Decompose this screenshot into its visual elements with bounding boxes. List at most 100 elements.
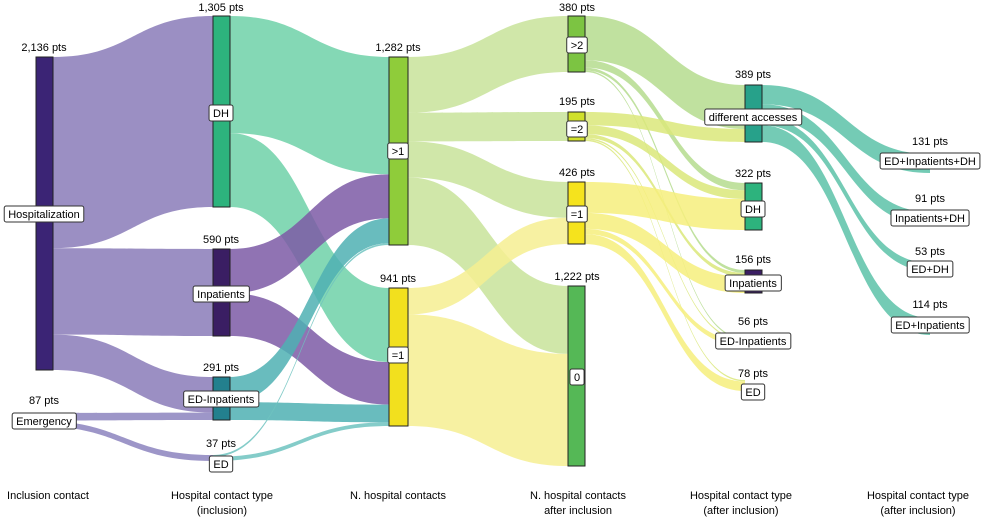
node-label-a_eq1: =1	[566, 205, 588, 223]
node-count-gt1: 1,282 pts	[375, 42, 421, 54]
node-label-f_edinp: ED+Inpatients	[890, 316, 970, 334]
node-label-text: different accesses	[709, 112, 798, 124]
node-count-f_eddh: 53 pts	[915, 246, 945, 258]
node-label-box	[724, 274, 782, 292]
node-count-dh: 1,305 pts	[198, 2, 244, 14]
node-label-box	[566, 205, 588, 223]
node-label-dh: DH	[208, 104, 234, 122]
node-label-t_dh: DH	[740, 200, 766, 218]
node-label-text: =2	[571, 124, 584, 136]
node-label-box	[183, 390, 260, 408]
node-label-box	[740, 383, 766, 401]
flow-link-a_eq1-to-t_edinp	[585, 228, 745, 346]
node-label-text: >1	[392, 146, 405, 158]
node-label-text: ED+Inpatients+DH	[884, 156, 976, 168]
node-label-box	[890, 316, 970, 334]
node-count-t_dh: 322 pts	[735, 168, 772, 180]
column-header-type-after-2-sub: (after inclusion)	[880, 505, 955, 517]
node-label-text: =1	[571, 209, 584, 221]
flow-link-a_eq2-to-t_diff	[585, 112, 745, 142]
node-count-edinp: 291 pts	[203, 362, 240, 374]
flow-link-hosp-to-dh	[53, 16, 213, 249]
node-label-box	[387, 142, 409, 160]
node-count-f_all: 131 pts	[912, 136, 949, 148]
flow-link-eq1-to-a_eq1	[408, 217, 568, 315]
node-label-box	[715, 332, 792, 350]
flow-link-edinp-to-gt1	[230, 218, 389, 403]
flow-link-t_diff-to-f_eddh	[762, 117, 930, 271]
node-label-eq1: =1	[387, 346, 409, 364]
node-label-text: DH	[745, 204, 761, 216]
flow-link-a_gt2-to-t_inp	[585, 67, 745, 273]
node-label-box	[740, 200, 766, 218]
node-label-text: ED	[213, 459, 228, 471]
flow-link-emerg-to-ed	[36, 420, 213, 461]
flow-link-a_eq1-to-t_dh	[585, 182, 745, 230]
node-label-box	[192, 285, 250, 303]
flow-link-t_diff-to-f_edinp	[762, 125, 930, 336]
node-count-f_edinp: 114 pts	[912, 299, 948, 311]
node-count-inp: 590 pts	[203, 234, 240, 246]
node-label-box	[566, 120, 588, 138]
flow-link-a_eq2-to-t_dh	[585, 125, 745, 200]
node-count-t_ed: 78 pts	[738, 368, 768, 380]
node-label-ed: ED	[208, 455, 234, 473]
flow-link-hosp-to-edinp	[53, 334, 213, 413]
node-label-f_eddh: ED+DH	[906, 260, 954, 278]
node-label-text: >2	[571, 40, 584, 52]
flow-link-t_diff-to-f_inpdh	[762, 104, 930, 225]
node-label-a_0: 0	[569, 368, 585, 386]
column-header-contact-type: Hospital contact type	[171, 490, 273, 502]
flow-link-ed-to-eq1	[213, 422, 389, 461]
flow-link-hosp-to-inp	[53, 248, 213, 336]
node-label-t_diff: different accesses	[704, 108, 803, 126]
column-header-n-contacts-after-sub: after inclusion	[544, 505, 612, 517]
node-label-box	[704, 108, 803, 126]
node-count-f_inpdh: 91 pts	[915, 193, 945, 205]
node-count-hosp: 2,136 pts	[21, 42, 67, 54]
node-label-box	[569, 368, 585, 386]
node-label-box	[208, 104, 234, 122]
column-header-n-contacts-after: N. hospital contacts	[530, 490, 626, 502]
column-headers: Inclusion contact Hospital contact type …	[7, 490, 969, 517]
node-label-a_gt2: >2	[566, 36, 588, 54]
node-label-box	[3, 205, 85, 223]
node-count-emerg: 87 pts	[29, 395, 59, 407]
column-header-type-after-2: Hospital contact type	[867, 490, 969, 502]
node-count-a_eq1: 426 pts	[559, 167, 596, 179]
node-label-text: Inpatients	[729, 278, 777, 290]
flow-link-dh-to-gt1	[230, 16, 389, 175]
node-label-box	[566, 36, 588, 54]
node-count-eq1: 941 pts	[380, 273, 417, 285]
node-count-a_eq2: 195 pts	[559, 96, 596, 108]
node-label-box	[387, 346, 409, 364]
flow-link-a_eq2-to-t_edinp	[585, 138, 745, 341]
column-header-inclusion-contact: Inclusion contact	[7, 490, 89, 502]
node-label-gt1: >1	[387, 142, 409, 160]
node-count-ed: 37 pts	[206, 438, 236, 450]
node-label-text: ED	[745, 387, 760, 399]
column-header-n-contacts: N. hospital contacts	[350, 490, 446, 502]
node-label-box	[890, 209, 970, 227]
node-label-text: Emergency	[16, 416, 72, 428]
flow-link-gt1-to-a_eq2	[408, 112, 568, 142]
flow-links	[36, 16, 930, 466]
node-label-inp: Inpatients	[192, 285, 250, 303]
node-count-a_gt2: 380 pts	[559, 2, 596, 14]
node-label-box	[208, 455, 234, 473]
node-label-t_inp: Inpatients	[724, 274, 782, 292]
node-label-text: Hospitalization	[8, 209, 80, 221]
column-header-type-after-sub: (after inclusion)	[703, 505, 778, 517]
node-label-f_inpdh: Inpatients+DH	[890, 209, 970, 227]
node-label-t_edinp: ED-Inpatients	[715, 332, 792, 350]
node-label-f_all: ED+Inpatients+DH	[879, 152, 981, 170]
node-label-t_ed: ED	[740, 383, 766, 401]
node-label-text: ED+DH	[911, 264, 949, 276]
flow-link-gt1-to-a_gt2	[408, 16, 568, 113]
node-label-edinp: ED-Inpatients	[183, 390, 260, 408]
node-label-text: DH	[213, 108, 229, 120]
node-bars	[35, 15, 763, 467]
flow-link-a_eq1-to-t_ed	[585, 234, 745, 391]
node-label-box	[879, 152, 981, 170]
